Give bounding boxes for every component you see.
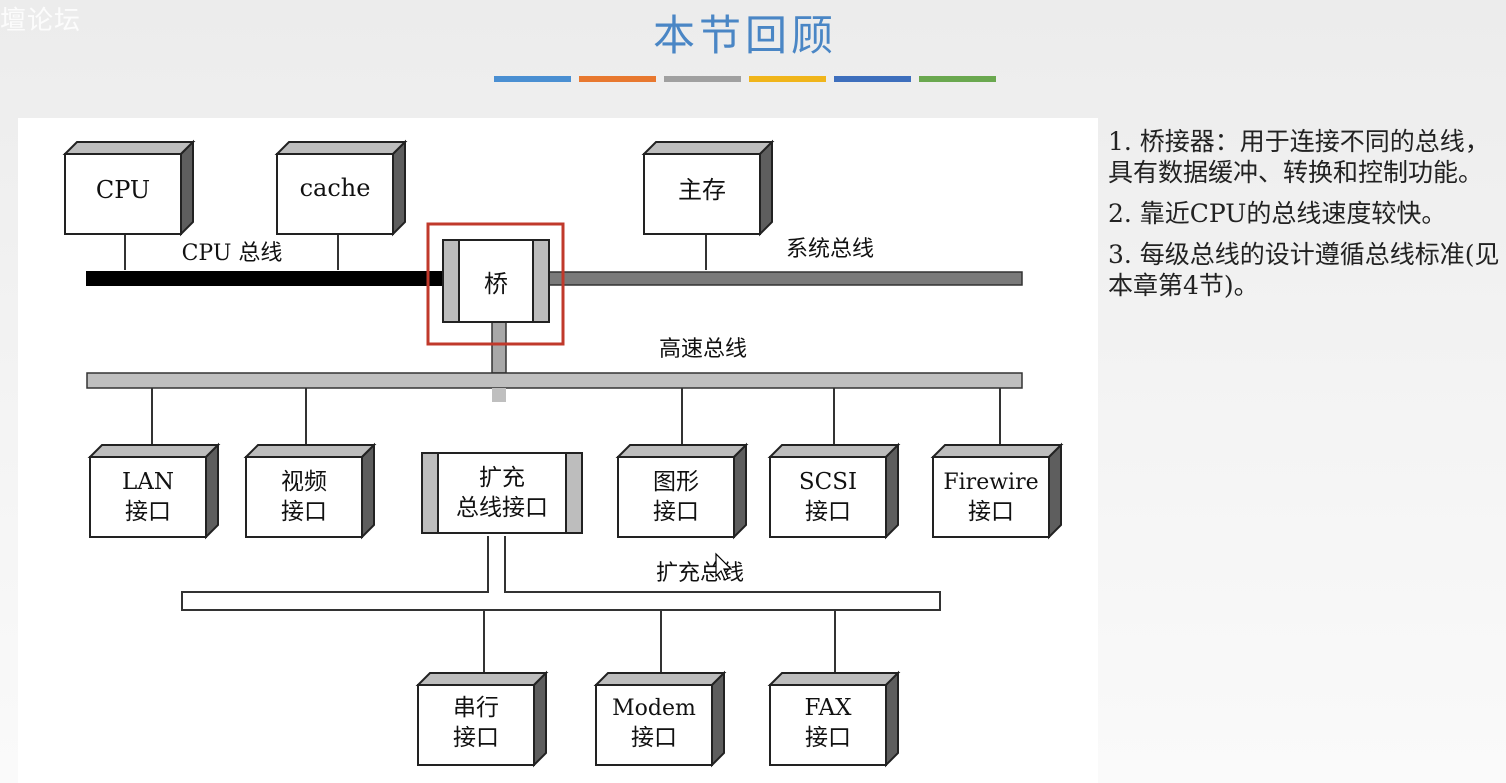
expansion-interface-line1: 扩充 <box>479 465 525 491</box>
review-notes: 1. 桥接器：用于连接不同的总线，具有数据缓冲、转换和控制功能。 2. 靠近CP… <box>1108 126 1503 311</box>
divider-stripe <box>579 76 656 82</box>
cache-label: cache <box>300 174 371 202</box>
system-bus <box>547 271 1023 286</box>
lan-line2: 接口 <box>125 499 171 525</box>
firewire-line2: 接口 <box>968 499 1014 525</box>
divider-stripe <box>919 76 996 82</box>
bridge-label: 桥 <box>484 270 508 298</box>
video-interface-box: 视频 接口 <box>245 444 375 538</box>
main-memory-label: 主存 <box>678 176 726 204</box>
cache-box: cache <box>276 141 406 235</box>
firewire-interface-box: Firewire 接口 <box>932 444 1062 538</box>
divider-stripe <box>834 76 911 82</box>
fax-interface-box: FAX 接口 <box>769 672 899 766</box>
divider-stripe <box>494 76 571 82</box>
fax-line1: FAX <box>805 695 853 721</box>
expansion-bus-label: 扩充总线 <box>656 561 744 586</box>
graphics-line1: 图形 <box>653 469 699 495</box>
serial-line2: 接口 <box>453 725 499 751</box>
divider-stripe <box>664 76 741 82</box>
expansion-interface-line2: 总线接口 <box>456 495 548 521</box>
bridge-box: 桥 <box>442 239 550 323</box>
cpu-label: CPU <box>96 176 150 204</box>
scsi-interface-box: SCSI 接口 <box>769 444 899 538</box>
serial-interface-box: 串行 接口 <box>417 672 547 766</box>
main-memory-box: 主存 <box>643 141 773 235</box>
diagram-svg: CPU cache 主存 CPU 总线 系统总线 桥 高速总线 LAN 接口 <box>64 141 1062 766</box>
firewire-line1: Firewire <box>943 470 1038 495</box>
slide-title: 本节回顾 <box>652 11 837 60</box>
modem-line1: Modem <box>612 696 696 721</box>
title-divider <box>494 76 996 82</box>
graphics-line2: 接口 <box>653 499 699 525</box>
system-bus-label: 系统总线 <box>786 237 874 262</box>
modem-interface-box: Modem 接口 <box>595 672 725 766</box>
cpu-bus <box>86 271 442 286</box>
high-speed-bus <box>86 372 1023 389</box>
high-speed-bus-label: 高速总线 <box>659 337 747 362</box>
bridge-highlight <box>426 222 565 346</box>
video-line2: 接口 <box>281 499 327 525</box>
bridge-stem <box>491 320 507 374</box>
scsi-line1: SCSI <box>799 469 857 495</box>
lan-line1: LAN <box>122 469 174 495</box>
modem-line2: 接口 <box>631 725 677 751</box>
scsi-line2: 接口 <box>805 499 851 525</box>
cpu-bus-label: CPU 总线 <box>182 241 283 266</box>
bus-junction <box>492 388 506 402</box>
video-line1: 视频 <box>281 469 327 495</box>
expansion-bus-interface-box: 扩充 总线接口 <box>421 452 583 534</box>
note-item: 3. 每级总线的设计遵循总线标准(见本章第4节)。 <box>1108 240 1500 300</box>
cpu-box: CPU <box>64 141 194 235</box>
lan-interface-box: LAN 接口 <box>89 444 219 538</box>
note-item: 2. 靠近CPU的总线速度较快。 <box>1108 199 1447 228</box>
fax-line2: 接口 <box>805 725 851 751</box>
serial-line1: 串行 <box>453 695 499 721</box>
expansion-bus <box>181 536 941 611</box>
bus-structure-diagram: CPU cache 主存 CPU 总线 系统总线 桥 高速总线 LAN 接口 <box>18 118 1098 783</box>
note-item: 1. 桥接器：用于连接不同的总线，具有数据缓冲、转换和控制功能。 <box>1108 127 1490 187</box>
divider-stripe <box>749 76 826 82</box>
watermark: 壇论坛 <box>0 6 82 36</box>
graphics-interface-box: 图形 接口 <box>617 444 747 538</box>
mouse-cursor-icon <box>715 552 733 581</box>
